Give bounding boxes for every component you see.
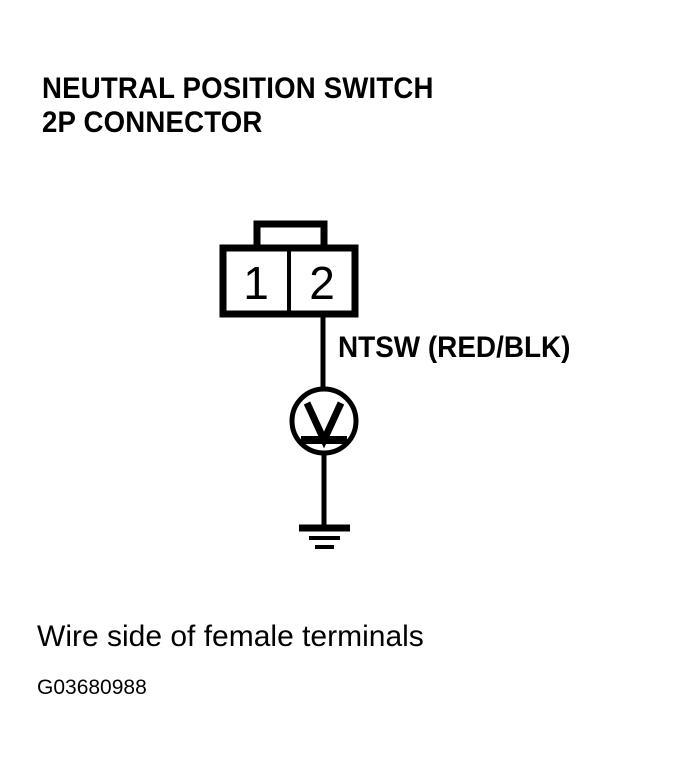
connector-body	[219, 244, 359, 318]
voltmeter-circle-icon	[289, 386, 359, 456]
figure-id: G03680988	[37, 676, 147, 699]
connector-pin-numbers: 1 2	[243, 257, 335, 309]
page-title: NEUTRAL POSITION SWITCH 2P CONNECTOR	[42, 72, 468, 140]
wire-label: NTSW (RED/BLK)	[338, 331, 571, 364]
pin-number-2: 2	[309, 257, 335, 309]
connector-latch-tab	[253, 220, 328, 248]
earth-ground-icon	[299, 524, 350, 549]
title-line-2: 2P CONNECTOR	[42, 105, 263, 139]
view-caption: Wire side of female terminals	[37, 620, 424, 653]
title-line-1: NEUTRAL POSITION SWITCH	[42, 72, 434, 105]
pin-number-1: 1	[243, 257, 269, 309]
